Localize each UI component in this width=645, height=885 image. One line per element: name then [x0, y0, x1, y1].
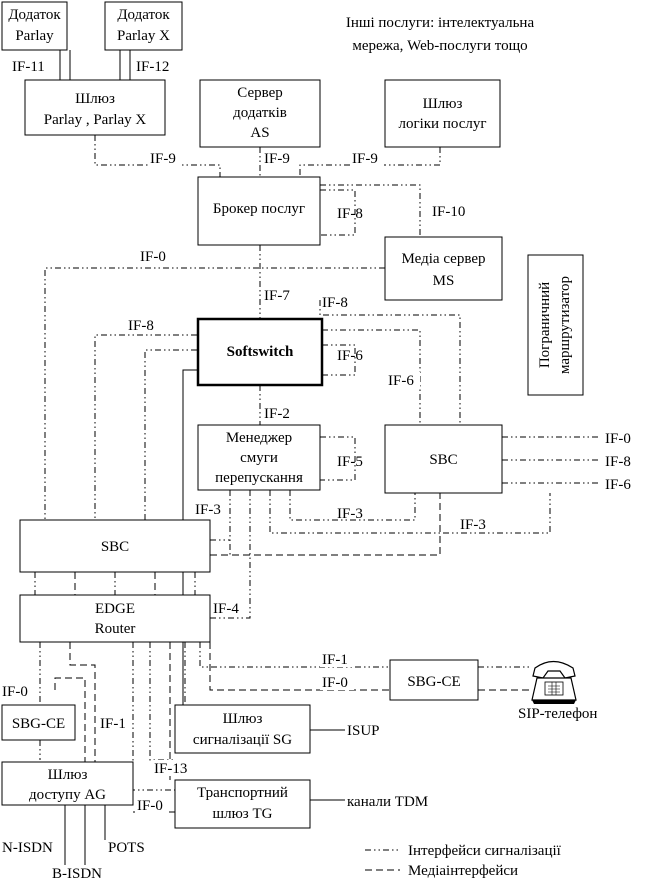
n-isdn-label: N-ISDN [2, 840, 53, 856]
svg-text:логіки послуг: логіки послуг [398, 116, 486, 132]
label-if0-top: IF-0 [140, 249, 166, 265]
edge-router-box: EDGE Router [19, 594, 211, 643]
label-if0-right: IF-0 [605, 431, 631, 447]
svg-text:Шлюз: Шлюз [223, 711, 263, 727]
label-if0-left: IF-0 [2, 684, 28, 700]
svg-text:MS: MS [433, 273, 455, 289]
label-if1-left: IF-1 [100, 716, 126, 732]
label-if0-tg: IF-0 [137, 798, 163, 814]
bandwidth-manager-box: Менеджер смуги перепускання [197, 424, 321, 491]
border-router-box: Пограничний маршрутизатор [527, 254, 584, 396]
label-if13: IF-13 [154, 761, 187, 777]
svg-text:смуги: смуги [240, 450, 278, 466]
svg-text:Шлюз: Шлюз [48, 767, 88, 783]
label-if9c: IF-9 [352, 151, 378, 167]
svg-text:Шлюз: Шлюз [75, 91, 115, 107]
label-if6-ss: IF-6 [337, 348, 363, 364]
transport-gateway-box: Транспортний шлюз TG [174, 779, 311, 829]
svg-text:SBG-CE: SBG-CE [407, 674, 460, 690]
as-server-box: Сервер додатків AS [199, 79, 321, 148]
label-if12: IF-12 [136, 59, 169, 75]
svg-text:додатків: додатків [233, 105, 287, 121]
app-parlayx-box: Додаток Parlay X [104, 1, 183, 51]
logic-gateway-box: Шлюз логіки послуг [384, 79, 501, 148]
svg-text:шлюз TG: шлюз TG [213, 806, 273, 822]
sbg-ce-right-box: SBG-CE [389, 659, 479, 701]
svg-text:сигналізації SG: сигналізації SG [193, 732, 292, 748]
legend-media-label: Медіаінтерфейси [408, 863, 518, 879]
endpoint-labels: SIP-телефон ISUP канали TDM N-ISDN B-ISD… [2, 706, 597, 882]
label-if4: IF-4 [213, 601, 239, 617]
svg-text:Parlay: Parlay [15, 28, 54, 44]
label-if1-edge: IF-1 [322, 652, 348, 668]
phone-icon [531, 660, 577, 704]
label-if6-right: IF-6 [605, 477, 631, 493]
media-server-box: Медіа сервер MS [384, 236, 503, 301]
svg-text:доступу AG: доступу AG [29, 787, 106, 803]
svg-text:Інші послуги: інтелектуальна: Інші послуги: інтелектуальна [346, 15, 535, 31]
svg-text:мережа, Web-послуги тощо: мережа, Web-послуги тощо [352, 38, 527, 54]
app-parlay-box: Додаток Parlay [1, 1, 68, 51]
label-if3c: IF-3 [460, 517, 486, 533]
svg-text:Parlay X: Parlay X [117, 28, 170, 44]
label-if8-broker: IF-8 [337, 206, 363, 222]
svg-text:Додаток: Додаток [117, 7, 170, 23]
label-if5: IF-5 [337, 454, 363, 470]
svg-text:Шлюз: Шлюз [423, 96, 463, 112]
label-if9b: IF-9 [264, 151, 290, 167]
access-gateway-box: Шлюз доступу AG [1, 761, 134, 806]
interface-labels: IF-11 IF-12 IF-9 IF-9 IF-9 IF-8 IF-10 IF… [0, 58, 631, 814]
svg-text:Сервер: Сервер [237, 85, 283, 101]
label-if9a: IF-9 [150, 151, 176, 167]
svg-text:перепускання: перепускання [215, 470, 303, 486]
svg-text:Softswitch: Softswitch [227, 344, 294, 360]
svg-text:AS: AS [250, 125, 269, 141]
signaling-gateway-box: Шлюз сигналізації SG [174, 704, 311, 754]
svg-text:SBC: SBC [429, 452, 457, 468]
label-if8-ms: IF-8 [322, 295, 348, 311]
sbg-ce-left-box: SBG-CE [1, 704, 76, 741]
label-if3a: IF-3 [195, 502, 221, 518]
svg-text:Router: Router [95, 621, 136, 637]
label-if10: IF-10 [432, 204, 465, 220]
label-if11: IF-11 [12, 59, 45, 75]
svg-text:Медіа сервер: Медіа сервер [402, 251, 486, 267]
svg-text:Пограничний: Пограничний [537, 282, 553, 368]
svg-text:Parlay , Parlay X: Parlay , Parlay X [44, 112, 147, 128]
label-if7: IF-7 [264, 288, 290, 304]
svg-text:маршрутизатор: маршрутизатор [557, 276, 573, 374]
legend: Інтерфейси сигналізації Медіаінтерфейси [365, 843, 562, 879]
isup-label: ISUP [347, 723, 380, 739]
b-isdn-label: B-ISDN [52, 866, 102, 882]
legend-signaling-label: Інтерфейси сигналізації [408, 843, 562, 859]
sbc-left-box: SBC [19, 519, 211, 573]
other-services-text: Інші послуги: інтелектуальна мережа, Web… [346, 15, 535, 54]
svg-text:SBG-CE: SBG-CE [12, 716, 65, 732]
label-if8-right: IF-8 [605, 454, 631, 470]
sip-phone-label: SIP-телефон [518, 706, 597, 722]
sbc-right-box: SBC [384, 424, 503, 494]
service-broker-box: Брокер послуг [197, 176, 321, 246]
softswitch-box: Softswitch [196, 317, 324, 387]
svg-text:SBC: SBC [101, 539, 129, 555]
pots-label: POTS [108, 840, 145, 856]
parlay-gateway-box: Шлюз Parlay , Parlay X [24, 79, 166, 136]
svg-text:Додаток: Додаток [8, 7, 61, 23]
label-if2: IF-2 [264, 406, 290, 422]
svg-text:EDGE: EDGE [95, 601, 135, 617]
svg-text:Транспортний: Транспортний [197, 785, 288, 801]
tdm-channels-label: канали TDM [347, 794, 428, 810]
label-if8-ss: IF-8 [128, 318, 154, 334]
svg-text:Брокер послуг: Брокер послуг [213, 201, 305, 217]
svg-text:Менеджер: Менеджер [226, 430, 292, 446]
label-if3b: IF-3 [337, 506, 363, 522]
label-if0-edge: IF-0 [322, 675, 348, 691]
label-if6-sbc: IF-6 [388, 373, 414, 389]
